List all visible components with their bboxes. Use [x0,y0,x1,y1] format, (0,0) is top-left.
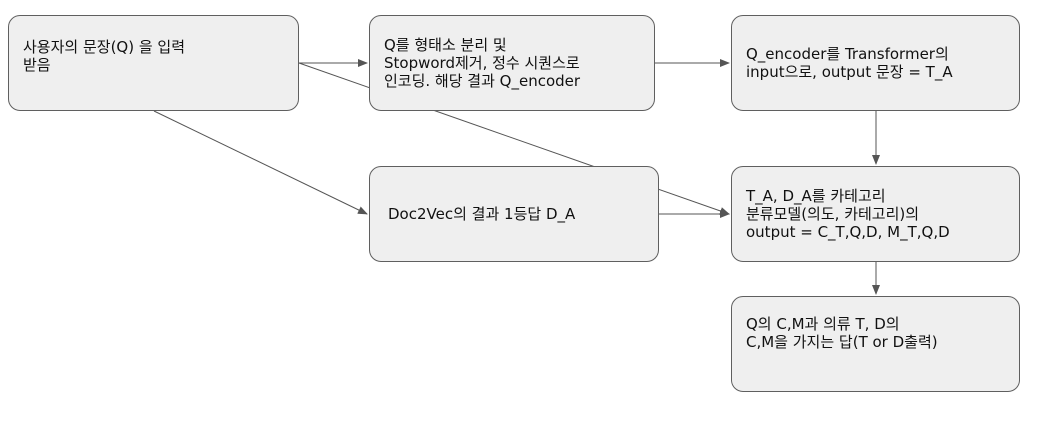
edge-input-to-doc2vec [153,110,368,215]
node-user-input-label: 사용자의 문장(Q) 을 입력 받음 [23,38,186,74]
node-final-answer-label: Q의 C,M과 의류 T, D의 C,M을 가지는 답(T or D출력) [746,315,938,351]
node-morpheme-encoding[interactable]: Q를 형태소 분리 및 Stopword제거, 정수 시퀀스로 인코딩. 해당 … [369,15,655,111]
node-category-classifier-label: T_A, D_A를 카테고리 분류모델(의도, 카테고리)의 output = … [746,187,950,241]
node-final-answer[interactable]: Q의 C,M과 의류 T, D의 C,M을 가지는 답(T or D출력) [731,296,1020,392]
node-doc2vec-label: Doc2Vec의 결과 1등답 D_A [388,205,576,223]
node-doc2vec[interactable]: Doc2Vec의 결과 1등답 D_A [369,166,659,262]
node-transformer[interactable]: Q_encoder를 Transformer의 input으로, output … [731,15,1020,111]
node-transformer-label: Q_encoder를 Transformer의 input으로, output … [746,45,953,81]
node-category-classifier[interactable]: T_A, D_A를 카테고리 분류모델(의도, 카테고리)의 output = … [731,166,1020,262]
node-user-input[interactable]: 사용자의 문장(Q) 을 입력 받음 [8,15,299,111]
node-morpheme-encoding-label: Q를 형태소 분리 및 Stopword제거, 정수 시퀀스로 인코딩. 해당 … [384,36,581,90]
